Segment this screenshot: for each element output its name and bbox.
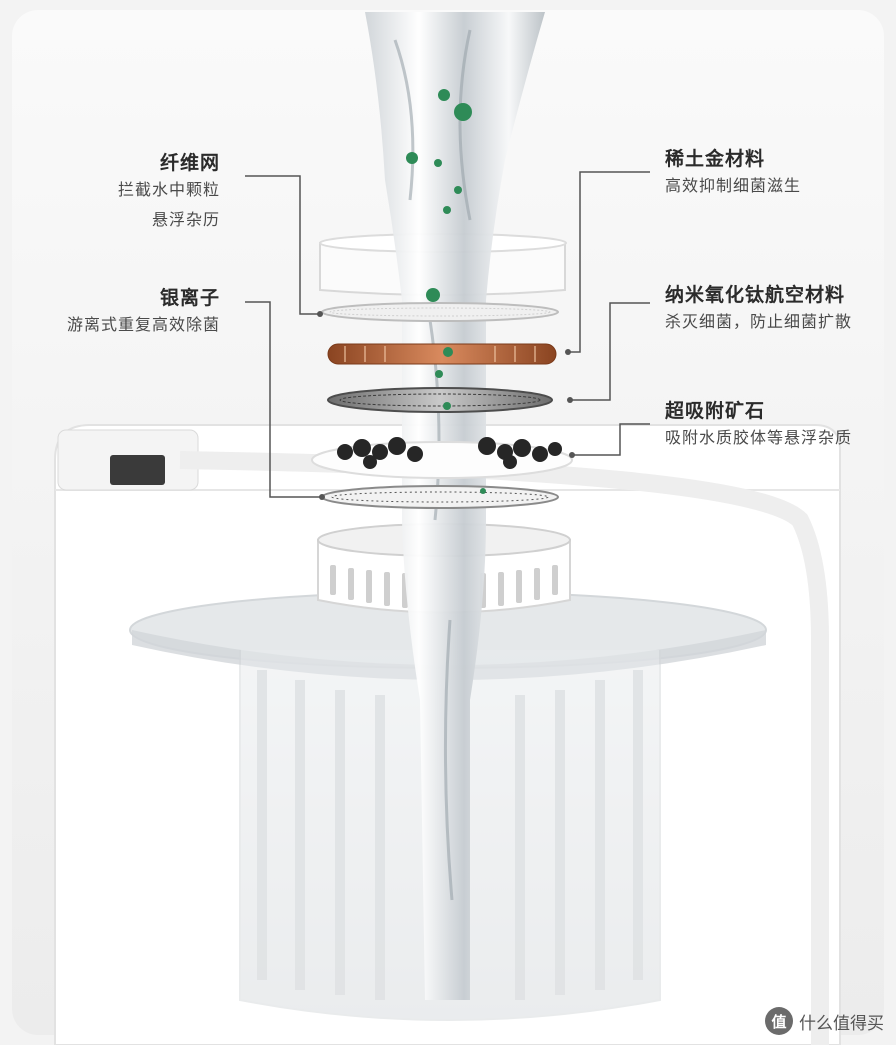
smzdm-logo-icon: 值 (765, 1007, 793, 1035)
callout-title: 超吸附矿石 (665, 400, 766, 422)
callout-desc-line: 悬浮杂历 (151, 210, 220, 229)
watermark-text: 什么值得买 (799, 1013, 884, 1034)
callout-silver-ion: 银离子 游离式重复高效除菌 (67, 283, 220, 340)
callout-desc-line: 吸附水质胶体等悬浮杂质 (665, 428, 853, 447)
callout-fiber-mesh: 纤维网 拦截水中颗粒 悬浮杂历 (118, 148, 220, 235)
fiber-mesh-layer (321, 302, 559, 322)
display-window (110, 455, 165, 485)
callout-desc-line: 拦截水中颗粒 (117, 180, 220, 199)
callout-title: 银离子 (159, 287, 220, 309)
callout-desc-line: 杀灭细菌，防止细菌扩散 (665, 312, 853, 331)
callout-desc-line: 高效抑制细菌滋生 (665, 176, 802, 195)
callout-rare-earth: 稀土金材料 高效抑制细菌滋生 (665, 144, 801, 201)
bacteria-particles (406, 89, 486, 494)
callout-title: 纤维网 (159, 152, 220, 174)
callout-super-mineral: 超吸附矿石 吸附水质胶体等悬浮杂质 (665, 396, 852, 453)
mineral-stone-layer (311, 437, 573, 479)
silver-ion-layer (321, 485, 559, 509)
copper-rare-earth-layer (327, 343, 557, 365)
callout-desc-line: 游离式重复高效除菌 (66, 315, 220, 334)
nano-titanium-layer (327, 387, 553, 413)
callout-title: 稀土金材料 (665, 148, 766, 170)
callout-title: 纳米氧化钛航空材料 (665, 284, 846, 306)
callout-nano-titanium: 纳米氧化钛航空材料 杀灭细菌，防止细菌扩散 (665, 280, 852, 337)
watermark: 值 什么值得买 (765, 1007, 884, 1035)
callout-leader-lines (245, 171, 650, 498)
